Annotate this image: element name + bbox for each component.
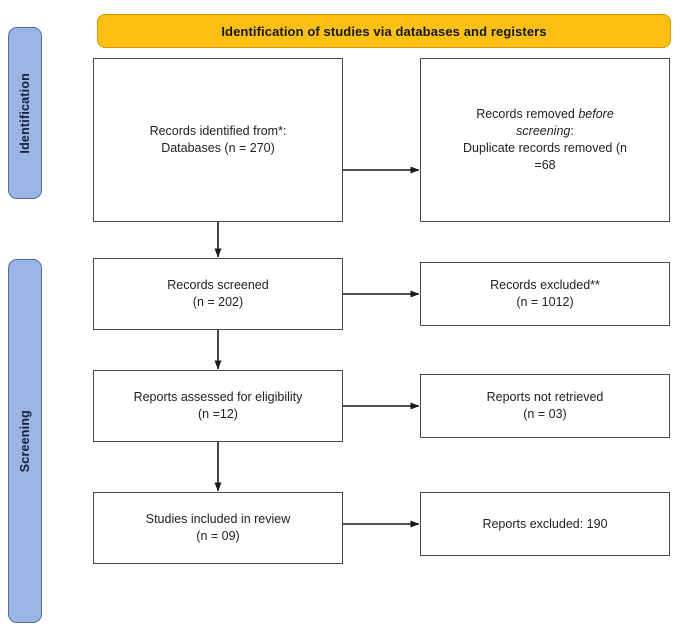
box-reports-not-retrieved-text: Reports not retrieved (n = 03) (487, 389, 604, 423)
box-studies-included-in-review: Studies included in review (n = 09) (93, 492, 343, 564)
studies-included-line1: Studies included in review (145, 512, 291, 527)
box-reports-assessed-text: Reports assessed for eligibility (n =12) (134, 389, 303, 423)
phase-band-screening: Screening (8, 259, 42, 623)
records-identified-line2: Databases (n = 270) (161, 141, 275, 155)
box-records-removed-text: Records removed before screening: Duplic… (463, 106, 627, 174)
box-records-removed: Records removed before screening: Duplic… (420, 58, 670, 222)
phase-band-identification: Identification (8, 27, 42, 199)
reports-not-retrieved-line1: Reports not retrieved (486, 390, 604, 405)
studies-included-line2: (n = 09) (196, 529, 240, 543)
box-reports-excluded-text: Reports excluded: 190 (482, 516, 607, 533)
box-reports-assessed-for-eligibility: Reports assessed for eligibility (n =12) (93, 370, 343, 442)
reports-assessed-line2: (n =12) (198, 407, 238, 421)
records-screened-line1: Records screened (167, 278, 269, 293)
reports-not-retrieved-line2: (n = 03) (523, 407, 567, 421)
box-records-excluded: Records excluded** (n = 1012) (420, 262, 670, 326)
records-excluded-line1: Records excluded** (490, 278, 600, 293)
header-banner-title: Identification of studies via databases … (221, 23, 547, 39)
records-identified-line1: Records identified from*: (149, 124, 287, 139)
records-removed-line2-suffix: : (570, 124, 574, 139)
records-excluded-line2: (n = 1012) (516, 295, 574, 309)
header-banner: Identification of studies via databases … (97, 14, 671, 48)
box-records-screened: Records screened (n = 202) (93, 258, 343, 330)
box-reports-not-retrieved: Reports not retrieved (n = 03) (420, 374, 670, 438)
records-removed-line1-prefix: Records removed (476, 107, 579, 122)
box-records-identified-text: Records identified from*: Databases (n =… (150, 123, 287, 157)
reports-excluded-line1: Reports excluded: 190 (482, 516, 608, 531)
records-screened-line2: (n = 202) (192, 295, 244, 309)
records-removed-line1-italic: before (578, 107, 614, 122)
records-removed-line3: Duplicate records removed (n (463, 141, 627, 155)
box-records-excluded-text: Records excluded** (n = 1012) (490, 277, 600, 311)
records-removed-line2-italic: screening (516, 124, 571, 139)
box-records-screened-text: Records screened (n = 202) (167, 277, 268, 311)
phase-label-screening: Screening (18, 409, 32, 473)
box-records-identified: Records identified from*: Databases (n =… (93, 58, 343, 222)
records-removed-line4: =68 (534, 157, 556, 172)
reports-assessed-line1: Reports assessed for eligibility (133, 390, 303, 405)
box-reports-excluded: Reports excluded: 190 (420, 492, 670, 556)
phase-label-identification: Identification (18, 72, 32, 154)
box-studies-included-text: Studies included in review (n = 09) (146, 511, 291, 545)
